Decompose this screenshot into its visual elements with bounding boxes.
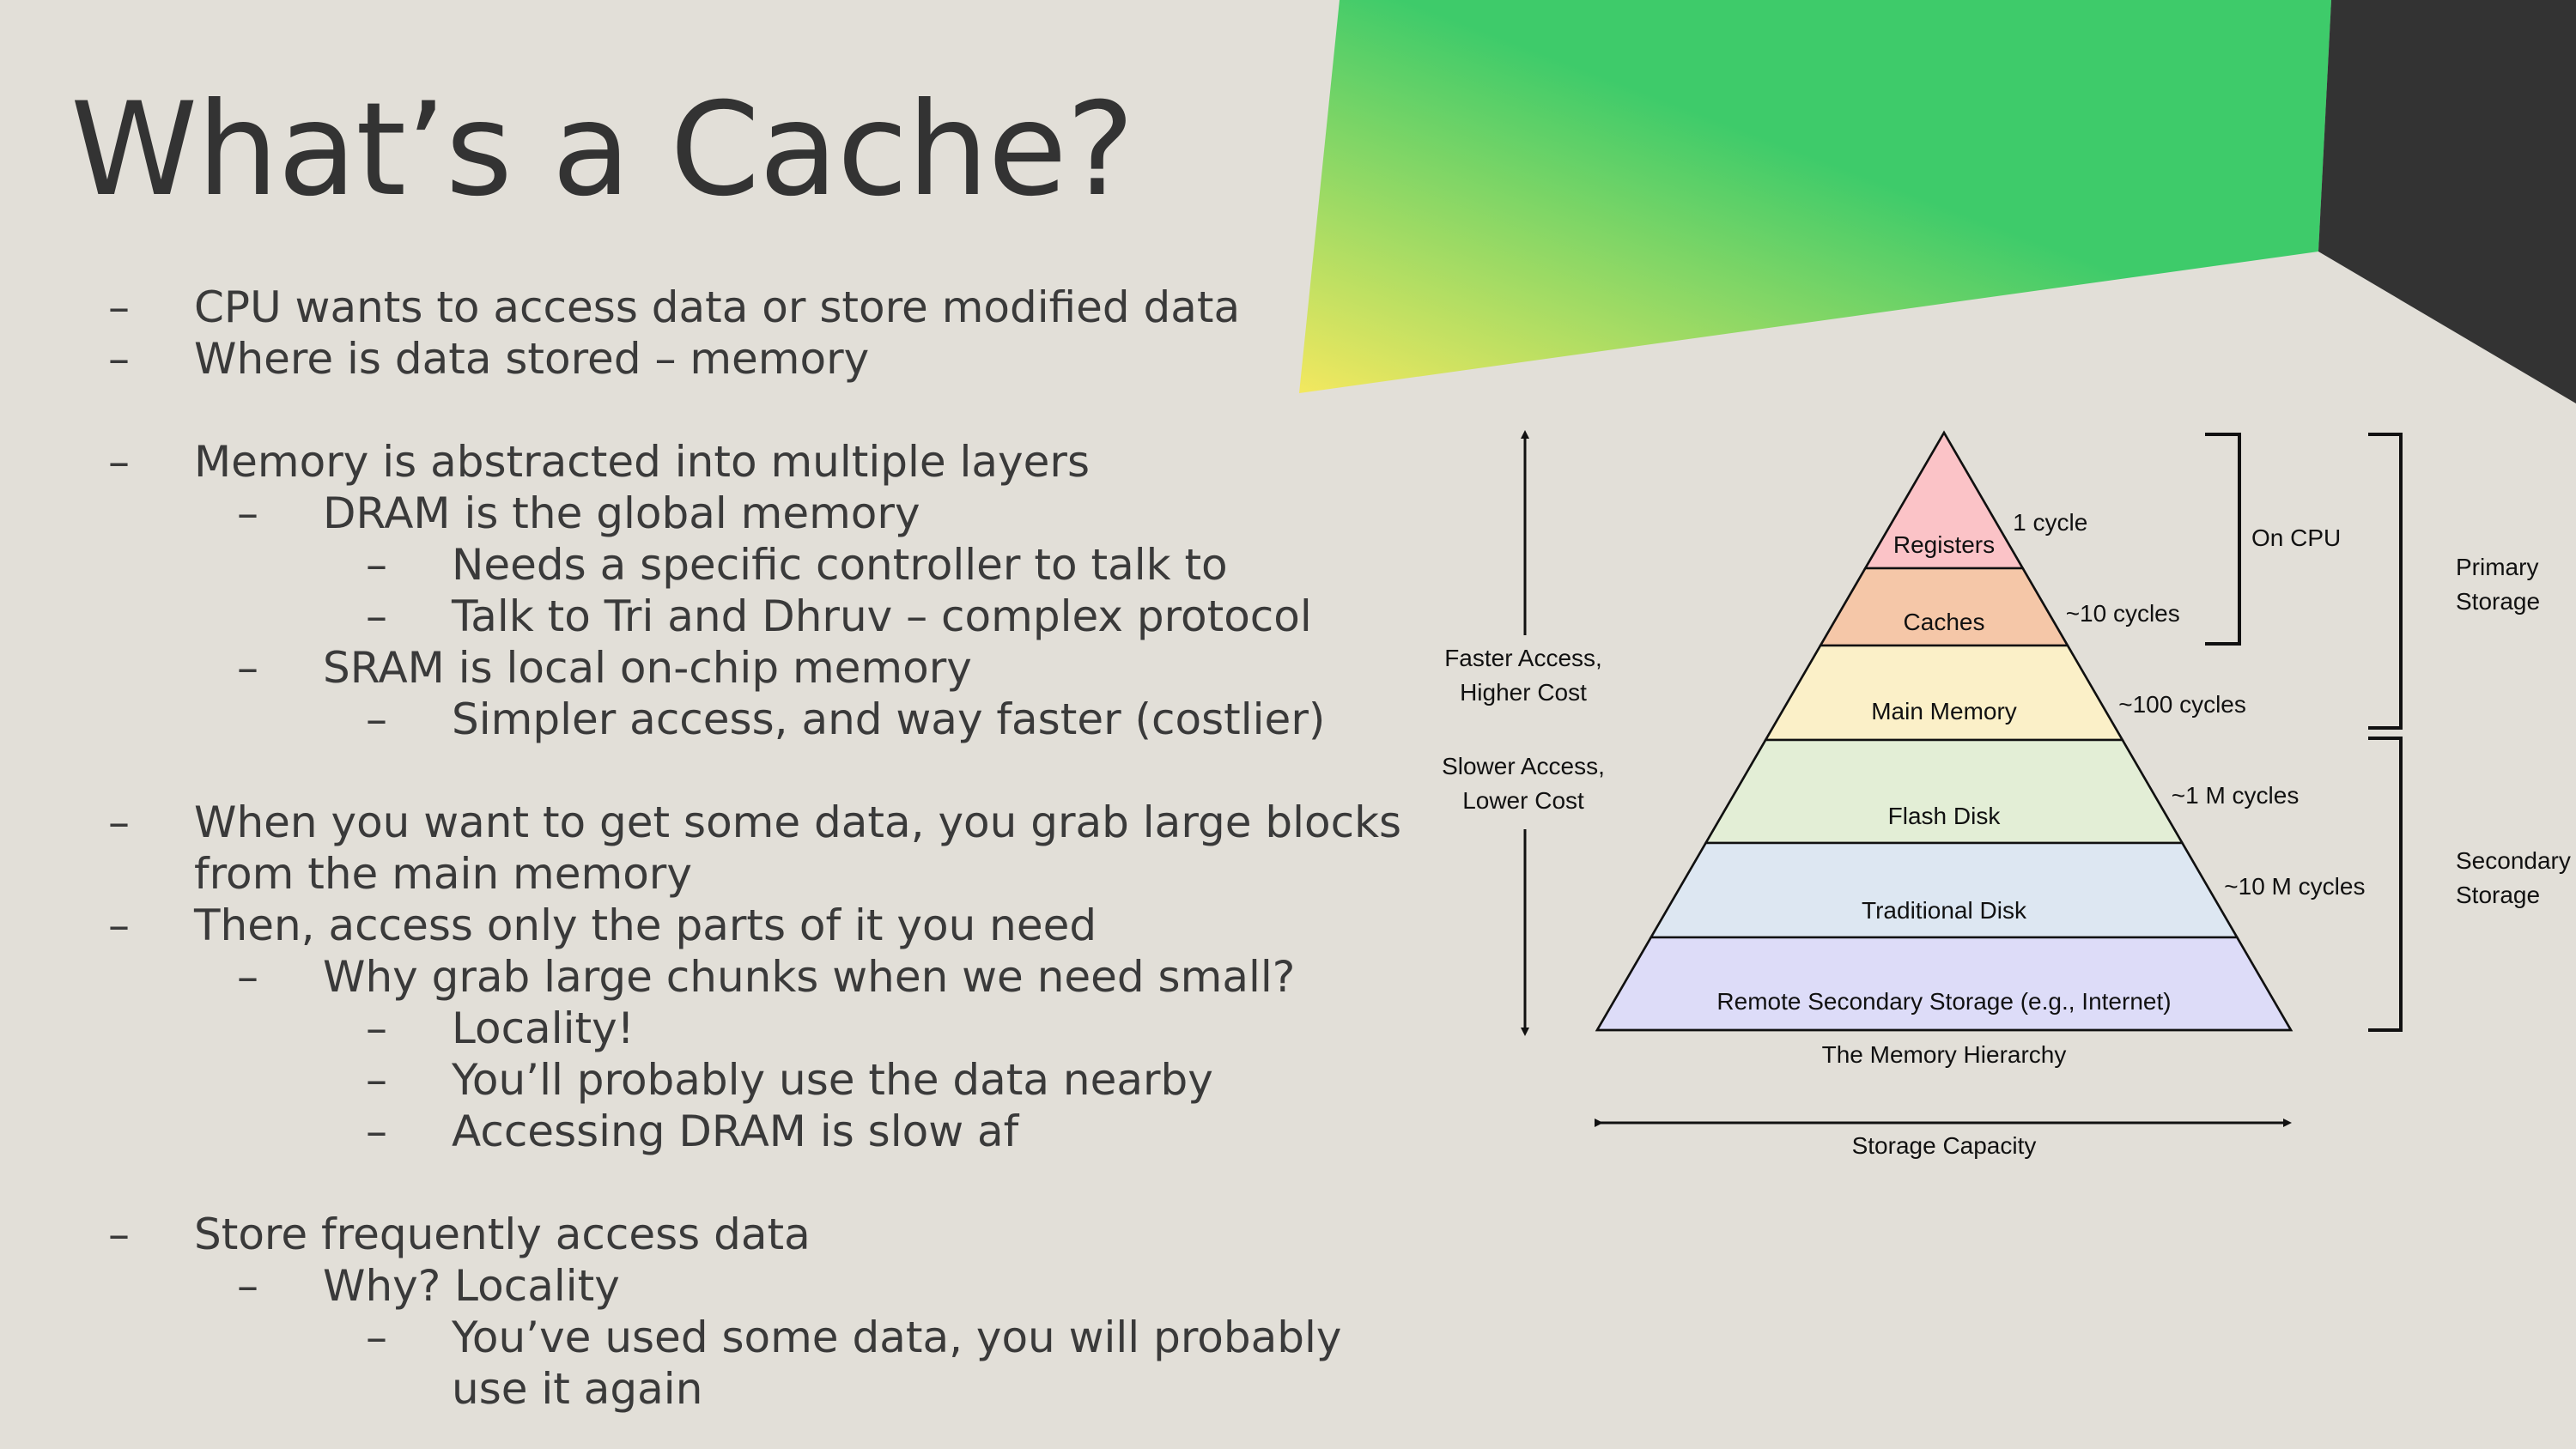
bullet-text-level-2: Locality! bbox=[452, 1003, 635, 1053]
bullet-marker: – bbox=[237, 643, 258, 693]
bullet-text-level-0: When you want to get some data, you grab… bbox=[194, 797, 1402, 847]
slower-access-label-line2: Lower Cost bbox=[1462, 787, 1584, 814]
primary-storage-label-line2: Storage bbox=[2456, 588, 2540, 615]
bullet-marker: – bbox=[366, 1313, 387, 1362]
bullet-marker: – bbox=[237, 488, 258, 538]
diagram-caption: The Memory Hierarchy bbox=[1822, 1041, 2067, 1068]
primary-storage-label-line1: Primary bbox=[2456, 554, 2538, 580]
bullet-marker: – bbox=[108, 282, 130, 332]
primary-storage-bracket bbox=[2368, 433, 2403, 730]
bullet-text-level-1: DRAM is the global memory bbox=[323, 488, 920, 538]
pyramid-outline bbox=[1595, 430, 2293, 1032]
bullet-text-level-0: Then, access only the parts of it you ne… bbox=[194, 900, 1097, 950]
bullet-text-level-2: You’ll probably use the data nearby bbox=[452, 1055, 1213, 1105]
pyramid-level-remote-secondary-storage-e-g-internet bbox=[1595, 936, 2293, 1032]
bullet-marker: – bbox=[366, 694, 387, 744]
latency-label: ~1 M cycles bbox=[2172, 782, 2300, 809]
slower-access-label-line1: Slower Access, bbox=[1442, 753, 1605, 779]
gradient-accent-shape bbox=[1299, 0, 2331, 393]
bullet-text-level-2: Talk to Tri and Dhruv – complex protocol bbox=[452, 591, 1312, 641]
bullet-marker: – bbox=[366, 1003, 387, 1053]
bullet-text-level-0: Memory is abstracted into multiple layer… bbox=[194, 437, 1091, 487]
bullet-marker: – bbox=[366, 1055, 387, 1105]
bullet-text-level-1: Why? Locality bbox=[323, 1261, 620, 1311]
storage-capacity-label: Storage Capacity bbox=[1852, 1132, 2037, 1159]
bullet-marker: – bbox=[366, 540, 387, 590]
bullet-text-level-0: CPU wants to access data or store modifi… bbox=[194, 282, 1241, 332]
secondary-storage-label-line2: Storage bbox=[2456, 882, 2540, 908]
secondary-storage-bracket bbox=[2368, 737, 2403, 1032]
pyramid-level-label: Traditional Disk bbox=[1862, 897, 2027, 924]
pyramid-level-label: Registers bbox=[1893, 531, 1995, 558]
bullet-text-level-1: SRAM is local on-chip memory bbox=[323, 643, 972, 693]
bullet-text-level-0: Store frequently access data bbox=[194, 1210, 811, 1259]
bullet-text-level-2: use it again bbox=[452, 1364, 703, 1414]
secondary-storage-label-line1: Secondary bbox=[2456, 847, 2571, 874]
on-cpu-bracket bbox=[2205, 433, 2241, 646]
latency-label: ~10 M cycles bbox=[2224, 873, 2365, 900]
bullet-marker: – bbox=[108, 1210, 130, 1259]
pyramid-level-label: Flash Disk bbox=[1888, 803, 2002, 829]
pyramid-level-main-memory bbox=[1764, 644, 2124, 742]
latency-label: ~100 cycles bbox=[2118, 691, 2246, 718]
faster-access-label-line1: Faster Access, bbox=[1444, 645, 1602, 671]
latency-label: ~10 cycles bbox=[2066, 600, 2180, 627]
bullet-text-level-2: Needs a specific controller to talk to bbox=[452, 540, 1228, 590]
bullet-marker: – bbox=[108, 334, 130, 384]
bullet-marker: – bbox=[108, 437, 130, 487]
bullet-marker: – bbox=[237, 952, 258, 1002]
faster-access-label-line2: Higher Cost bbox=[1460, 679, 1587, 706]
pyramid-level-label: Main Memory bbox=[1871, 698, 2017, 724]
dark-accent-shape bbox=[2318, 0, 2576, 403]
bullet-text-level-0: from the main memory bbox=[194, 849, 692, 899]
pyramid-level-label: Remote Secondary Storage (e.g., Internet… bbox=[1716, 988, 2171, 1015]
pyramid-level-label: Caches bbox=[1904, 609, 1985, 635]
on-cpu-label: On CPU bbox=[2251, 524, 2341, 551]
bullet-text-level-2: You’ve used some data, you will probably bbox=[452, 1313, 1342, 1362]
bullet-marker: – bbox=[366, 591, 387, 641]
bullet-text-level-2: Accessing DRAM is slow af bbox=[452, 1106, 1019, 1156]
page-title: What’s a Cache? bbox=[70, 76, 1134, 225]
latency-labels: 1 cycle ~10 cycles ~100 cycles ~1 M cycles ~… bbox=[2013, 509, 2365, 900]
bullet-marker: – bbox=[366, 1106, 387, 1156]
bullet-text-level-0: Where is data stored – memory bbox=[194, 334, 870, 384]
bullet-text-level-1: Why grab large chunks when we need small… bbox=[323, 952, 1296, 1002]
latency-label: 1 cycle bbox=[2013, 509, 2087, 536]
bullet-marker: – bbox=[108, 797, 130, 847]
bullet-marker: – bbox=[108, 900, 130, 950]
bullet-text-level-2: Simpler access, and way faster (costlier… bbox=[452, 694, 1326, 744]
bullet-marker: – bbox=[237, 1261, 258, 1311]
